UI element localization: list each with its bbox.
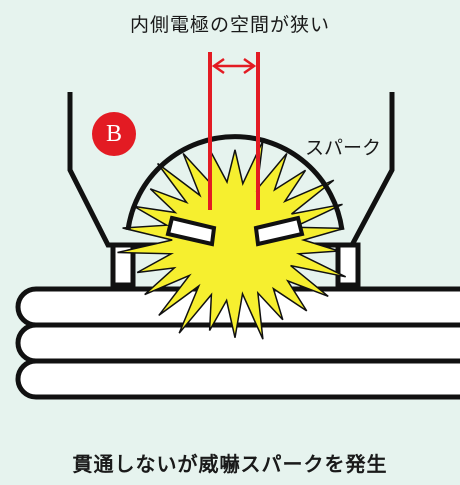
spark-burst-icon bbox=[117, 140, 347, 340]
gap-label: 内側電極の空間が狭い bbox=[129, 14, 330, 36]
left-electrode-tip bbox=[165, 215, 217, 247]
gap-arrow-right-head bbox=[243, 57, 257, 75]
badge-b: B bbox=[92, 112, 136, 156]
dome bbox=[125, 134, 345, 231]
wire-coil-2 bbox=[15, 322, 460, 364]
gap-indicator bbox=[208, 52, 260, 210]
gap-arrow-left-head bbox=[211, 57, 225, 75]
left-contact-foot bbox=[110, 242, 136, 288]
right-electrode-tip bbox=[253, 215, 305, 247]
caption: 貫通しないが威嚇スパークを発生 bbox=[72, 452, 388, 476]
right-contact-foot bbox=[335, 242, 361, 288]
wire-coil-3 bbox=[15, 358, 460, 400]
spark-label: スパーク bbox=[305, 137, 382, 159]
